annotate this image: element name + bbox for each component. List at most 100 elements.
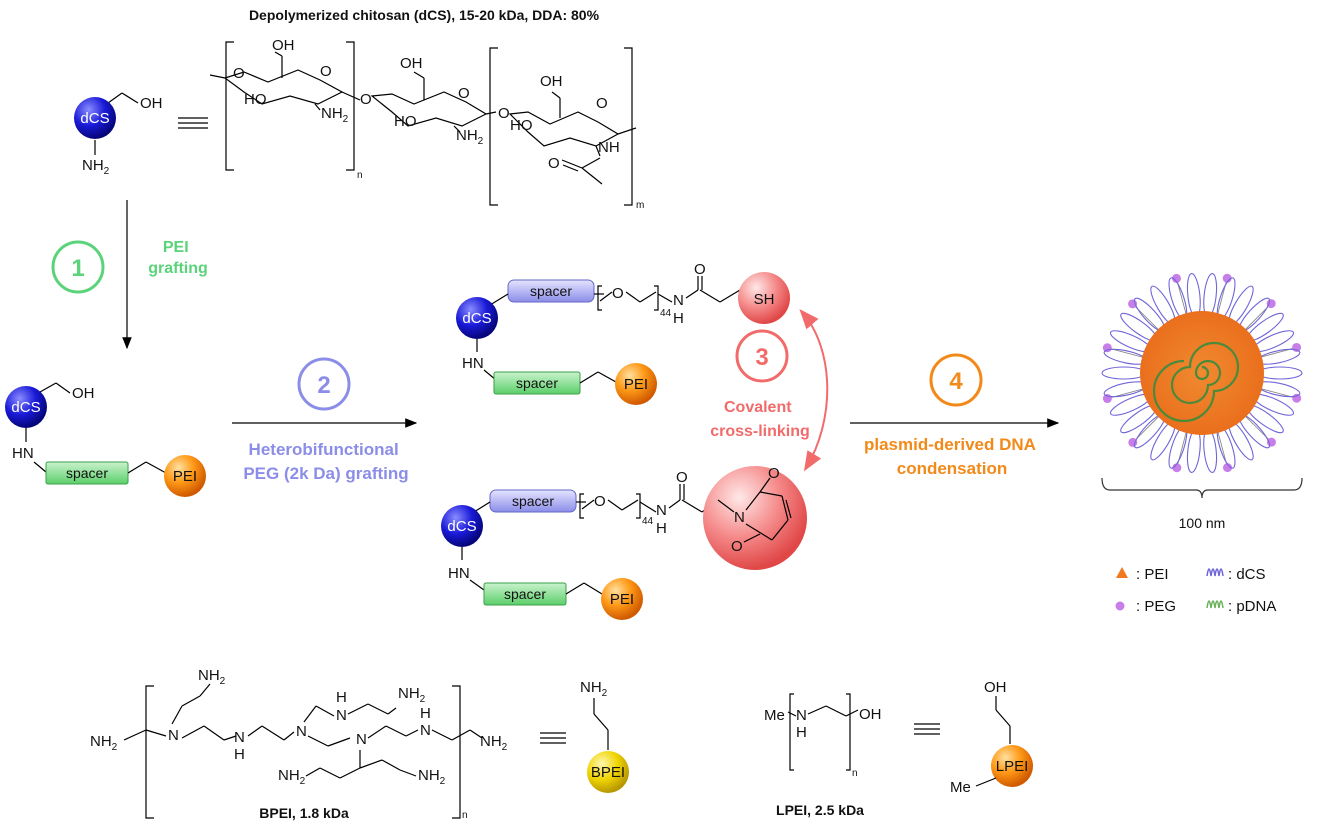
peg-dot xyxy=(1172,463,1182,473)
peg-dot xyxy=(1292,342,1302,352)
step3-badge: 3 xyxy=(735,329,789,383)
legend-pdna: : pDNA xyxy=(1228,598,1276,615)
svg-text:OH: OH xyxy=(72,385,95,402)
peg-dot xyxy=(1102,394,1112,404)
equivalence-sign-lpei xyxy=(914,723,940,735)
svg-text:OH: OH xyxy=(400,55,423,72)
svg-text:O: O xyxy=(731,538,743,555)
peg-dot xyxy=(1171,273,1181,283)
svg-text:n: n xyxy=(357,170,363,181)
peg-dot xyxy=(1266,437,1276,447)
peg-dot-icon xyxy=(1115,601,1125,611)
pei-core xyxy=(1140,311,1264,435)
step3-label: Covalent cross-linking xyxy=(710,399,810,440)
svg-text:H: H xyxy=(336,689,347,706)
legend-dcs: : dCS xyxy=(1228,566,1266,583)
svg-text:N: N xyxy=(168,727,179,744)
legend: : PEI : dCS : PEG : pDNA xyxy=(1115,566,1276,615)
peg-dot xyxy=(1266,299,1276,309)
chitosan-structure: n m O OH O HO NH2 O OH O HO NH2 O OH O H… xyxy=(209,37,644,211)
svg-text:PEI: PEI xyxy=(173,468,197,485)
peg-dot xyxy=(1102,343,1112,353)
pdna-spiral xyxy=(1152,341,1240,423)
svg-text:OH: OH xyxy=(859,706,882,723)
peg-dot xyxy=(1128,437,1138,447)
svg-text:PEI: PEI xyxy=(610,591,634,608)
svg-text:H: H xyxy=(420,705,431,722)
svg-text:PEI: PEI xyxy=(624,376,648,393)
step3-arrow xyxy=(799,308,829,472)
svg-text:O: O xyxy=(360,91,372,108)
peg-dot xyxy=(1223,463,1233,473)
svg-text:HO: HO xyxy=(510,117,533,134)
svg-text:n: n xyxy=(462,810,468,821)
svg-text:HO: HO xyxy=(394,113,417,130)
svg-text:O: O xyxy=(694,261,706,278)
svg-text:O: O xyxy=(498,105,510,122)
svg-text:NH2: NH2 xyxy=(321,105,349,125)
svg-text:1: 1 xyxy=(71,255,84,282)
svg-text:O: O xyxy=(233,65,245,82)
pei-grafted-dcs: OH dCS HN spacer PEI xyxy=(5,382,206,497)
svg-text:3: 3 xyxy=(755,344,768,371)
svg-text:OH: OH xyxy=(272,37,295,54)
svg-text:O: O xyxy=(594,493,606,510)
peg-dot xyxy=(1128,299,1138,309)
lpei-bead: OH LPEI Me xyxy=(950,679,1033,796)
step2-badge: 2 xyxy=(297,357,351,411)
svg-text:O: O xyxy=(768,465,780,482)
size-label: 100 nm xyxy=(1179,515,1226,531)
svg-text:m: m xyxy=(636,200,644,211)
svg-text:H: H xyxy=(234,746,245,763)
svg-text:HO: HO xyxy=(244,91,267,108)
svg-text:N: N xyxy=(420,722,431,739)
svg-text:SH: SH xyxy=(754,291,775,308)
svg-text:HN: HN xyxy=(12,445,34,462)
svg-text:spacer: spacer xyxy=(530,283,572,299)
svg-text:H: H xyxy=(673,310,684,327)
svg-text:spacer: spacer xyxy=(512,493,554,509)
svg-text:NH2: NH2 xyxy=(580,679,608,699)
step4-badge: 4 xyxy=(929,353,983,407)
chitosan-title: Depolymerized chitosan (dCS), 15-20 kDa,… xyxy=(249,7,600,23)
svg-text:N: N xyxy=(336,707,347,724)
svg-text:Me: Me xyxy=(764,707,785,724)
svg-text:dCS: dCS xyxy=(447,518,476,535)
equivalence-sign-bpei xyxy=(540,732,566,744)
svg-text:LPEI: LPEI xyxy=(996,758,1029,775)
svg-text:N: N xyxy=(796,707,807,724)
bpei-bead: NH2 BPEI xyxy=(580,679,629,793)
dcs-loop xyxy=(1257,366,1303,380)
svg-text:N: N xyxy=(296,723,307,740)
svg-text:NH2: NH2 xyxy=(82,157,110,177)
peg-dot xyxy=(1222,273,1232,283)
step1-badge: 1 xyxy=(51,240,105,294)
svg-text:44: 44 xyxy=(642,516,654,527)
svg-text:NH2: NH2 xyxy=(90,733,118,753)
dcs-bead-top: OH NH2 dCS xyxy=(74,92,163,177)
svg-text:OH: OH xyxy=(140,95,163,112)
legend-pei: : PEI xyxy=(1136,566,1169,583)
svg-text:N: N xyxy=(234,729,245,746)
equivalence-sign-top xyxy=(178,117,208,129)
svg-text:spacer: spacer xyxy=(516,375,558,391)
svg-text:NH2: NH2 xyxy=(418,767,446,787)
svg-text:44: 44 xyxy=(660,308,672,319)
svg-text:H: H xyxy=(796,724,807,741)
svg-text:O: O xyxy=(458,85,470,102)
svg-text:dCS: dCS xyxy=(11,399,40,416)
peg-dot xyxy=(1292,393,1302,403)
svg-text:n: n xyxy=(852,768,858,779)
step4-label: plasmid-derived DNA condensation xyxy=(864,435,1040,478)
svg-text:O: O xyxy=(548,155,560,172)
pdna-squiggle-icon xyxy=(1206,600,1224,609)
svg-text:OH: OH xyxy=(984,679,1007,696)
dcs-loop xyxy=(1101,366,1147,380)
nanoparticle: 100 nm xyxy=(1101,272,1303,531)
svg-text:H: H xyxy=(656,520,667,537)
svg-text:O: O xyxy=(320,63,332,80)
svg-text:O: O xyxy=(612,285,624,302)
svg-text:NH2: NH2 xyxy=(480,733,508,753)
lpei-caption: LPEI, 2.5 kDa xyxy=(776,802,864,818)
